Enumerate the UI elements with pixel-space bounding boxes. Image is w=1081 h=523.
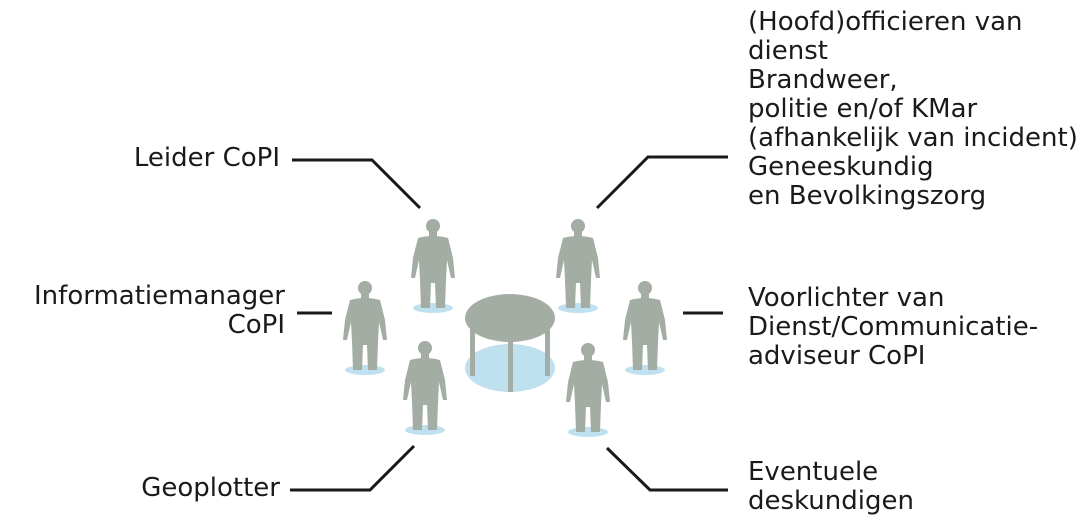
connector-geoplotter: [290, 444, 416, 492]
label-line: Dienst/Communicatie-: [748, 312, 1039, 342]
label-deskundigen: Eventuele deskundigen: [748, 458, 914, 516]
label-line: (Hoofd)officieren van: [748, 7, 1023, 37]
person-shadow: [405, 425, 445, 435]
connector-lines: [290, 155, 728, 492]
person-shadow: [625, 365, 665, 375]
label-line: Voorlichter van: [748, 283, 945, 313]
person-informatiemanager: [343, 281, 387, 375]
person-deskundigen: [566, 343, 610, 437]
table-leg: [545, 318, 550, 376]
label-line: (afhankelijk van incident): [748, 123, 1078, 153]
label-line: deskundigen: [748, 486, 914, 516]
label-geoplotter: Geoplotter: [80, 474, 280, 503]
label-line: en Bevolkingszorg: [748, 181, 987, 211]
person-geoplotter: [403, 341, 447, 435]
person-shadow: [413, 303, 453, 313]
label-voorlichter: Voorlichter van Dienst/Communicatie- adv…: [748, 284, 1038, 371]
label-leider: Leider CoPI: [90, 144, 280, 173]
label-line: Geneeskundig: [748, 152, 934, 182]
person-shadow: [558, 303, 598, 313]
connector-leider: [292, 158, 422, 210]
persons: [343, 219, 667, 437]
label-line: Informatiemanager: [34, 281, 285, 311]
person-shadow: [345, 365, 385, 375]
label-line: dienst: [748, 36, 828, 66]
person-shadow: [568, 427, 608, 437]
connector-deskundigen: [605, 446, 728, 492]
label-line: Brandweer,: [748, 65, 898, 95]
table-top: [465, 294, 555, 342]
label-line: politie en/of KMar: [748, 94, 978, 124]
person-voorlichter: [623, 281, 667, 375]
connector-officieren: [595, 155, 728, 210]
label-line: Eventuele: [748, 457, 879, 487]
label-line: adviseur CoPI: [748, 341, 926, 371]
label-line: Leider CoPI: [133, 143, 280, 173]
meeting-table: [465, 294, 555, 392]
table-leg: [508, 330, 513, 392]
label-line: CoPI: [227, 310, 285, 340]
person-officieren: [556, 219, 600, 313]
label-officieren: (Hoofd)officieren van dienst Brandweer, …: [748, 8, 1078, 211]
person-leider: [411, 219, 455, 313]
table-leg: [470, 318, 475, 376]
label-line: Geoplotter: [141, 473, 280, 503]
label-informatiemanager: Informatiemanager CoPI: [10, 282, 285, 340]
